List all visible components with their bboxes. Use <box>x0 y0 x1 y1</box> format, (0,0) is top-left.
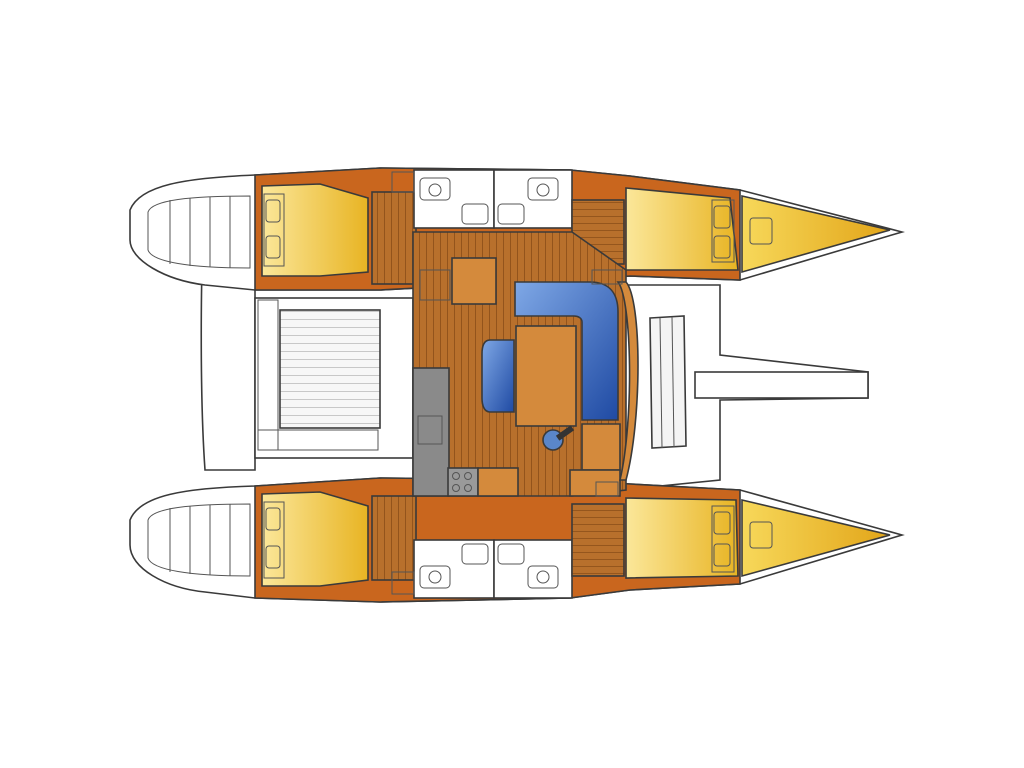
port-transom-steps <box>147 195 251 269</box>
galley-sink <box>417 415 443 445</box>
forepeak-port <box>741 194 891 274</box>
cabin-fwd-starboard <box>625 497 739 579</box>
head-starboard-fwd <box>493 539 573 599</box>
port-corridor-floor <box>371 191 417 285</box>
saloon-table <box>515 325 577 427</box>
chart-table <box>569 423 621 497</box>
head-port-fwd <box>493 169 573 229</box>
galley-stove <box>447 467 479 497</box>
saloon-steps <box>451 257 497 305</box>
starboard-transom-steps <box>147 503 251 577</box>
cockpit-table <box>279 309 381 429</box>
starboard-fwd-corridor-floor <box>571 503 625 577</box>
saloon-fwd-bulkhead <box>616 281 639 481</box>
port-hull <box>129 167 905 291</box>
forepeak-starboard <box>741 498 891 578</box>
head-port-aft <box>413 169 495 229</box>
cabin-aft-starboard <box>261 491 369 587</box>
cabin-aft-port <box>261 183 369 277</box>
cabin-fwd-port <box>625 187 739 271</box>
head-starboard-aft <box>413 539 495 599</box>
saloon <box>412 231 639 497</box>
forward-deck-seat <box>649 315 687 449</box>
starboard-hull <box>129 477 905 603</box>
starboard-corridor-floor <box>371 495 417 581</box>
saloon-settee <box>481 281 619 421</box>
galley <box>412 367 519 497</box>
cockpit <box>254 297 414 459</box>
